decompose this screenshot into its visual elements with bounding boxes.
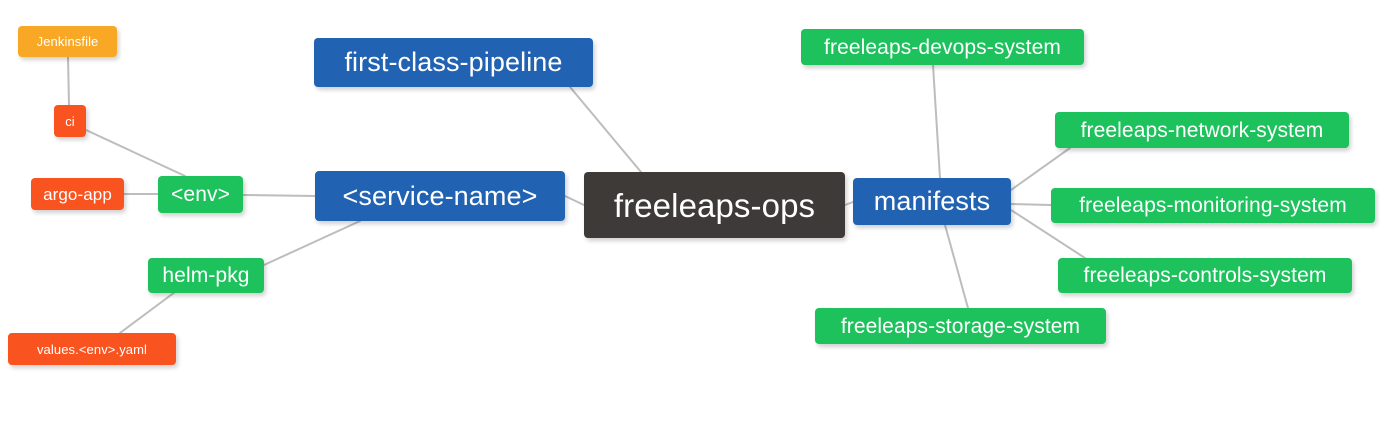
node-label-argo-app: argo-app (43, 184, 112, 204)
node-freeleaps-devops-system[interactable]: freeleaps-devops-system (801, 29, 1084, 65)
node-label-freeleaps-devops-system: freeleaps-devops-system (824, 35, 1061, 59)
node-values-env-yaml[interactable]: values.<env>.yaml (8, 333, 176, 365)
node-label-freeleaps-ops: freeleaps-ops (613, 186, 816, 224)
node-jenkinsfile[interactable]: Jenkinsfile (18, 26, 117, 57)
node-argo-app[interactable]: argo-app (31, 178, 124, 210)
node-label-jenkinsfile: Jenkinsfile (36, 34, 99, 49)
node-label-manifests: manifests (873, 186, 991, 216)
node-label-helm-pkg: helm-pkg (162, 264, 250, 287)
node-label-first-class-pipeline: first-class-pipeline (344, 47, 563, 77)
node-first-class-pipeline[interactable]: first-class-pipeline (314, 38, 593, 87)
node-freeleaps-ops[interactable]: freeleaps-ops (584, 172, 845, 238)
node-helm-pkg[interactable]: helm-pkg (148, 258, 264, 293)
node-label-service-name: <service-name> (342, 180, 538, 211)
node-freeleaps-storage-system[interactable]: freeleaps-storage-system (815, 308, 1106, 344)
node-freeleaps-controls-system[interactable]: freeleaps-controls-system (1058, 258, 1352, 293)
node-service-name[interactable]: <service-name> (315, 171, 565, 221)
node-freeleaps-network-system[interactable]: freeleaps-network-system (1055, 112, 1349, 148)
node-label-freeleaps-storage-system: freeleaps-storage-system (840, 314, 1081, 338)
node-label-freeleaps-monitoring-system: freeleaps-monitoring-system (1079, 194, 1347, 217)
node-label-env: <env> (171, 183, 230, 206)
node-label-freeleaps-controls-system: freeleaps-controls-system (1083, 264, 1327, 287)
node-freeleaps-monitoring-system[interactable]: freeleaps-monitoring-system (1051, 188, 1375, 223)
node-manifests[interactable]: manifests (853, 178, 1011, 225)
node-env[interactable]: <env> (158, 176, 243, 213)
node-label-values-env-yaml: values.<env>.yaml (36, 341, 148, 357)
node-label-freeleaps-network-system: freeleaps-network-system (1080, 118, 1324, 142)
node-ci[interactable]: ci (54, 105, 86, 137)
node-label-ci: ci (65, 113, 75, 129)
